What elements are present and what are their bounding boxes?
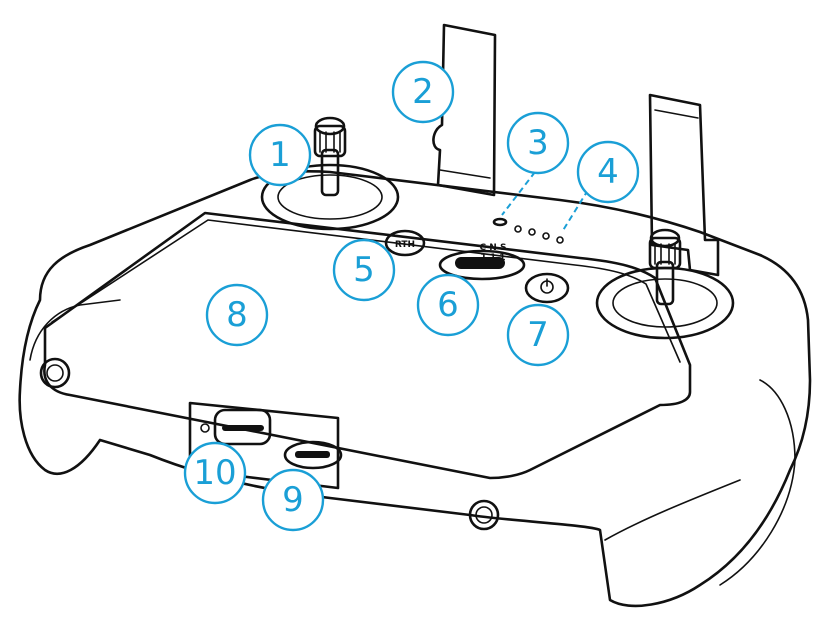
- callout-5: 5: [332, 238, 396, 302]
- callout-6: 6: [416, 273, 480, 337]
- callout-1-label: 1: [269, 135, 291, 175]
- callout-2-label: 2: [412, 72, 434, 112]
- callout-8-label: 8: [226, 295, 248, 335]
- callout-8: 8: [205, 283, 269, 347]
- callout-4: 4: [576, 140, 640, 204]
- callout-6-label: 6: [437, 285, 459, 325]
- rth-button-text: RTH: [395, 240, 415, 250]
- leader-lines: [501, 171, 589, 233]
- callout-1: 1: [248, 123, 312, 187]
- touch-screen: [43, 211, 692, 480]
- callout-5-label: 5: [353, 250, 375, 290]
- callout-10-label: 10: [193, 453, 236, 493]
- callout-9: 9: [261, 468, 325, 532]
- callout-7-label: 7: [527, 315, 549, 355]
- status-leds: [492, 217, 564, 244]
- flight-mode-switch: C N S 1 1 1: [438, 243, 526, 281]
- callout-10: 10: [183, 441, 247, 505]
- callout-9-label: 9: [282, 480, 304, 520]
- rth-button: RTH: [384, 229, 426, 257]
- controller-body: [18, 169, 812, 608]
- front-ports: [188, 401, 343, 490]
- antennas: [432, 23, 720, 277]
- callout-7: 7: [506, 303, 570, 367]
- callout-3-label: 3: [527, 123, 549, 163]
- callout-4-label: 4: [597, 152, 619, 192]
- side-buttons: [39, 357, 500, 531]
- callout-3: 3: [506, 111, 570, 175]
- callout-2: 2: [391, 60, 455, 124]
- mode-letters-top: C N S: [480, 243, 507, 253]
- power-button: [524, 272, 570, 304]
- left-control-stick: [260, 116, 400, 231]
- mode-letters-bottom: 1 1 1: [480, 253, 505, 263]
